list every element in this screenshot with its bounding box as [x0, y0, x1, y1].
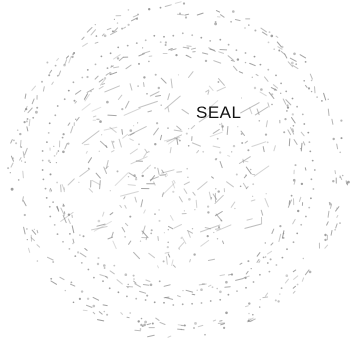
seal-label: SEAL [196, 103, 242, 122]
